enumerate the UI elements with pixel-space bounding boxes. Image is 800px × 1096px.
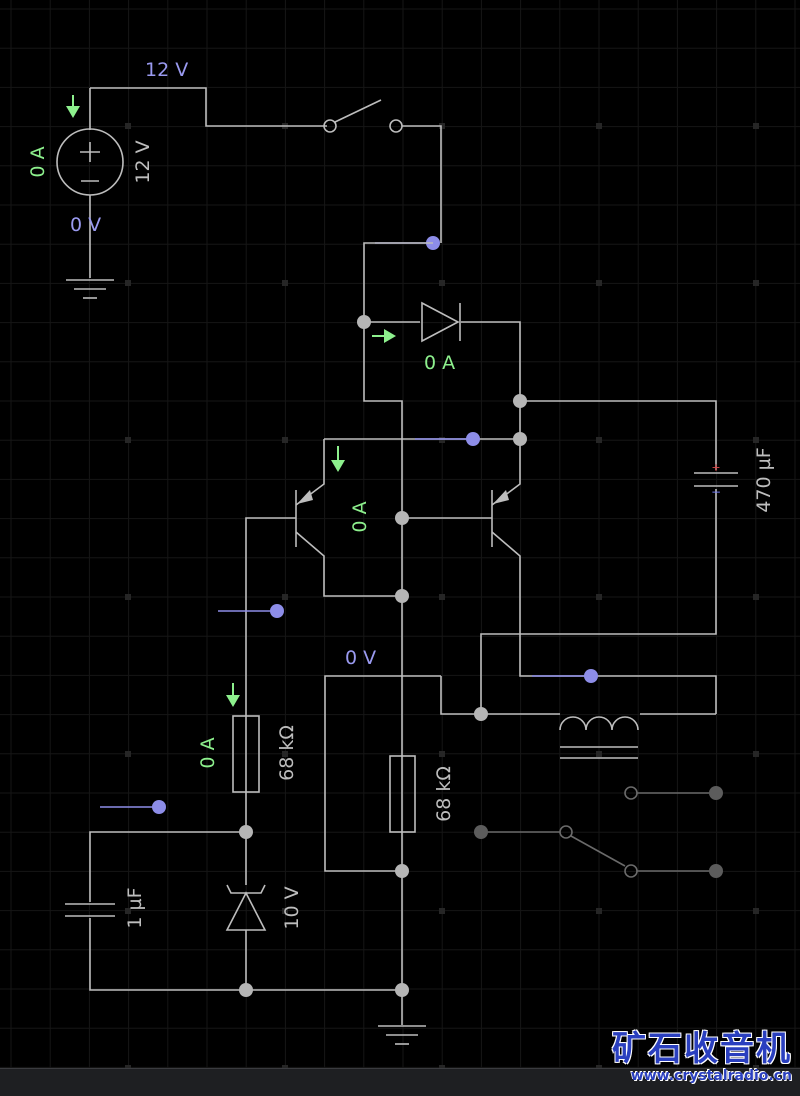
diode[interactable] — [421, 301, 461, 343]
svg-text:+: + — [711, 461, 720, 474]
wire-to-diode — [363, 242, 433, 322]
resistor-left[interactable] — [232, 715, 260, 793]
transistor-current-label: 0 A — [349, 501, 371, 532]
watermark: 矿石收音机 www.crystalradio.cn — [612, 1030, 792, 1084]
wire-top — [90, 87, 327, 127]
resistor-center-value-label: 68 kΩ — [433, 766, 455, 822]
watermark-title: 矿石收音机 — [612, 1029, 792, 1069]
watermark-url: www.crystalradio.cn — [630, 1068, 792, 1084]
wire-switch-right — [402, 125, 442, 243]
capacitor-small-value-label: 1 µF — [124, 887, 146, 928]
source-current-arrow — [66, 95, 80, 118]
capacitor[interactable] — [65, 903, 115, 917]
resistor-left-current-label: 0 A — [197, 737, 219, 768]
center-node-voltage-label: 0 V — [345, 647, 376, 669]
relay-switch-spdt[interactable] — [481, 786, 716, 878]
capacitor-value-label: 470 µF — [753, 447, 775, 512]
electrolytic-capacitor[interactable]: + − — [694, 461, 738, 499]
source-rating-label: 12 V — [132, 140, 154, 183]
ground-top-left-icon — [66, 279, 114, 299]
zener-value-label: 10 V — [281, 886, 303, 929]
voltage-probe-5[interactable] — [100, 800, 166, 814]
svg-text:−: − — [711, 485, 721, 499]
diode-current-label: 0 A — [424, 352, 455, 374]
grid — [0, 0, 800, 1071]
voltage-probe-2[interactable] — [415, 432, 480, 446]
voltage-source[interactable] — [56, 88, 124, 278]
source-return-voltage-label: 0 V — [70, 214, 101, 236]
inductor-relay-coil[interactable] — [559, 716, 639, 759]
resistor-center[interactable] — [389, 755, 416, 833]
junction-nodes — [239, 315, 723, 997]
resistor-left-current-arrow — [226, 683, 240, 707]
transistor-current-arrow — [331, 446, 345, 472]
pnp-transistor-left[interactable] — [245, 439, 402, 830]
ground-bottom-icon — [378, 1025, 426, 1045]
supply-node-voltage-label: 12 V — [145, 59, 188, 81]
source-current-label: 0 A — [27, 146, 49, 177]
bottom-toolbar — [0, 1068, 800, 1096]
pnp-transistor-right[interactable] — [402, 439, 717, 714]
voltage-probe-3[interactable] — [218, 604, 284, 618]
voltage-probe-4[interactable] — [532, 669, 598, 683]
switch-spst[interactable] — [323, 99, 403, 133]
diode-current-arrow — [372, 329, 396, 343]
resistor-left-value-label: 68 kΩ — [276, 725, 298, 781]
zener-diode[interactable] — [225, 884, 267, 931]
